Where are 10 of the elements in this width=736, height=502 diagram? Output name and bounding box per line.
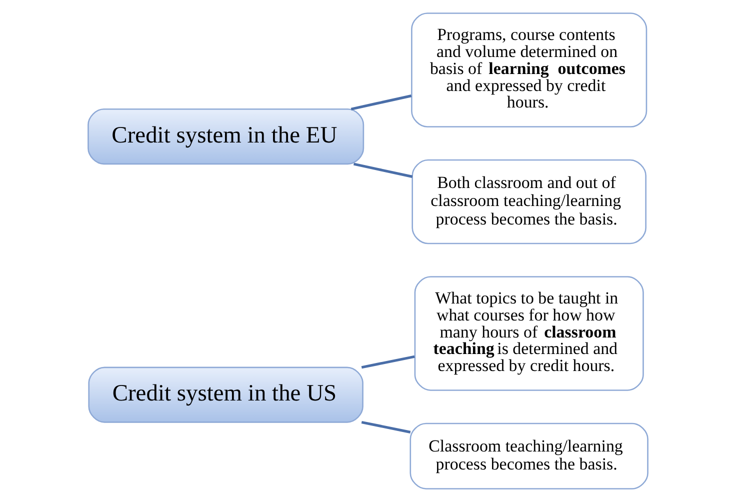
node-box: Credit system in the US — [88, 366, 364, 423]
node-box: Classroom teaching/learning process becomes the basis. — [410, 422, 648, 490]
node-box: Both classroom and out of classroom teaching/learning process becomes the basis. — [412, 159, 646, 244]
node-box: Credit system in the EU — [88, 108, 364, 165]
connector — [353, 162, 413, 178]
connector — [361, 355, 415, 369]
node-box: Programs, course contents and volume determined on basis of learning outcomes and expressed by credit hours. — [411, 12, 648, 128]
connector — [350, 94, 412, 110]
node-box: What topics to be taught in what courses for how how many hours of classroom teaching is determined and expressed by credit hours. — [414, 276, 644, 391]
connector — [361, 420, 411, 434]
